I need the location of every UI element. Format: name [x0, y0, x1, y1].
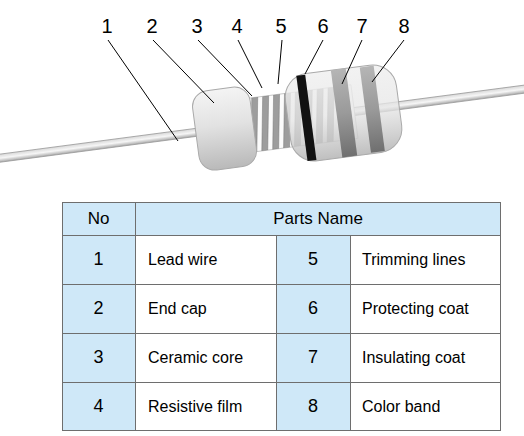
art-part — [62, 333, 501, 334]
table-number: 5 — [308, 249, 318, 270]
part-name: Resistive film — [148, 398, 242, 416]
callout-number-cell: 7 — [346, 12, 378, 40]
table-number: 2 — [93, 298, 103, 319]
leader-line — [342, 40, 362, 84]
table-number: 7 — [308, 347, 318, 368]
table-grid — [62, 202, 501, 431]
part-name: Color band — [362, 398, 440, 416]
table-number: 6 — [308, 298, 318, 319]
film-stripe — [255, 96, 276, 151]
table-number: 4 — [93, 396, 103, 417]
table-number: 1 — [93, 249, 103, 270]
table-header: Parts Name — [273, 209, 363, 229]
part-name-cell: Protecting coat — [350, 284, 501, 333]
art-part — [62, 284, 501, 285]
callout-number-cell: 6 — [307, 12, 339, 40]
part-name: Trimming lines — [362, 251, 465, 269]
color-band-black — [296, 75, 316, 161]
parts-table — [62, 202, 501, 431]
table-number-cell: 6 — [276, 284, 350, 333]
part-name: End cap — [148, 300, 207, 318]
table-number-cell: 5 — [276, 235, 350, 284]
table-number-cell: 1 — [62, 235, 135, 284]
callout-number-cell: 2 — [136, 12, 168, 40]
leader-line — [278, 40, 282, 84]
part-name-cell: Insulating coat — [350, 333, 501, 382]
table-header-cell: No — [62, 202, 135, 235]
art-part — [135, 202, 136, 431]
table-number-cell: 2 — [62, 284, 135, 333]
leader-line — [305, 40, 323, 74]
leader-lines — [108, 40, 404, 141]
leader-line — [198, 40, 252, 96]
callout-number: 3 — [191, 15, 202, 38]
callout-number-cell: 4 — [221, 12, 253, 40]
callout-number: 7 — [356, 15, 367, 38]
part-name-cell: Ceramic core — [135, 333, 276, 382]
end-cap — [191, 85, 259, 172]
table-number: 3 — [93, 347, 103, 368]
leader-line — [238, 40, 262, 88]
table-number-cell: 8 — [276, 382, 350, 431]
art-part — [63, 203, 501, 431]
callout-number-cell: 5 — [265, 12, 297, 40]
protecting-coat — [282, 62, 405, 164]
leader-line — [153, 40, 214, 103]
part-name: Insulating coat — [362, 349, 465, 367]
part-name: Protecting coat — [362, 300, 469, 318]
callout-number: 8 — [398, 15, 409, 38]
table-number: 8 — [308, 396, 318, 417]
art-part — [62, 235, 501, 236]
callout-number-cell: 8 — [388, 12, 420, 40]
table-number-cell: 4 — [62, 382, 135, 431]
part-name: Lead wire — [148, 251, 217, 269]
part-name: Ceramic core — [148, 349, 243, 367]
art-part — [276, 235, 277, 431]
art-part — [62, 382, 501, 383]
table-header-cell: Parts Name — [135, 202, 501, 235]
callout-number: 1 — [101, 15, 112, 38]
part-name-cell: End cap — [135, 284, 276, 333]
table-header — [62, 202, 501, 235]
part-name-cell: Color band — [350, 382, 501, 431]
color-band — [360, 66, 385, 153]
insulating-coat-band — [331, 68, 357, 157]
part-name-cell: Resistive film — [135, 382, 276, 431]
part-name-cell: Trimming lines — [350, 235, 501, 284]
callout-number: 5 — [275, 15, 286, 38]
callout-number: 6 — [317, 15, 328, 38]
table-number-cell: 3 — [62, 333, 135, 382]
callout-number: 2 — [146, 15, 157, 38]
art-part — [350, 235, 351, 431]
lead-wire — [0, 78, 524, 167]
callout-number-cell: 1 — [91, 12, 123, 40]
resistor-body — [0, 39, 524, 207]
table-header: No — [88, 209, 110, 229]
leader-line — [372, 40, 404, 82]
part-name-cell: Lead wire — [135, 235, 276, 284]
callout-number: 4 — [231, 15, 242, 38]
film-stripe — [266, 94, 287, 149]
callout-number-cell: 3 — [181, 12, 213, 40]
table-number-cell: 7 — [276, 333, 350, 382]
